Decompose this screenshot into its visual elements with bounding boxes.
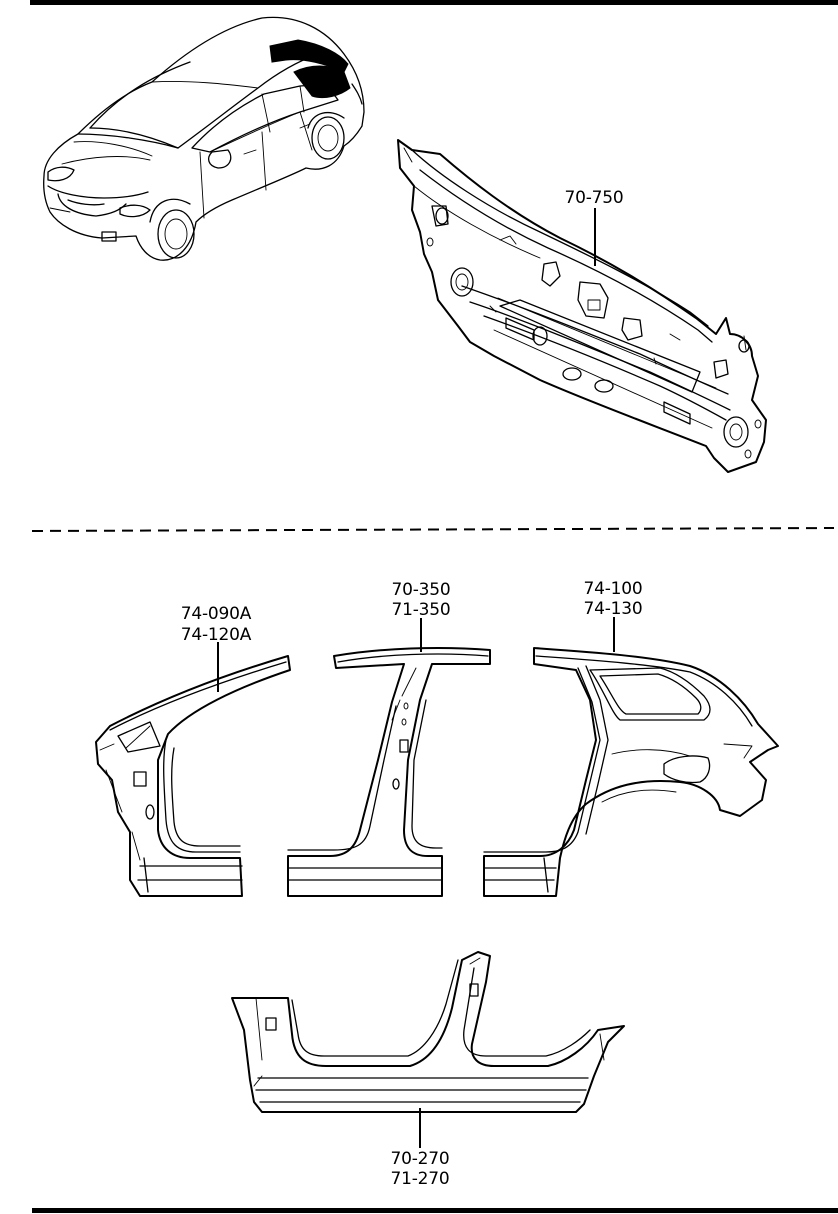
car-overview-illustration [43,16,365,261]
section-divider [31,527,835,532]
rear-panel-drawing [397,139,767,473]
top-border-rule [30,0,838,5]
rear-panel-part-number: 70-750 [564,188,623,208]
rear-fender-drawing [483,647,779,897]
center-pillar-part-number-1: 70-350 [391,580,450,600]
side-sill-drawing [231,951,625,1113]
front-pillar-part-number-2: 74-120A [181,625,252,645]
center-pillar-part-number-2: 71-350 [391,600,450,620]
side-sill-part-number-2: 71-270 [390,1169,449,1189]
rear-fender-part-number-1: 74-100 [583,579,642,599]
bottom-border-rule [32,1208,838,1213]
side-sill-part-number-1: 70-270 [390,1149,449,1169]
front-pillar-part-number-1: 74-090A [181,604,252,624]
front-pillar-drawing [95,655,291,897]
rear-fender-part-number-2: 74-130 [583,599,642,619]
center-pillar-drawing [287,647,491,897]
